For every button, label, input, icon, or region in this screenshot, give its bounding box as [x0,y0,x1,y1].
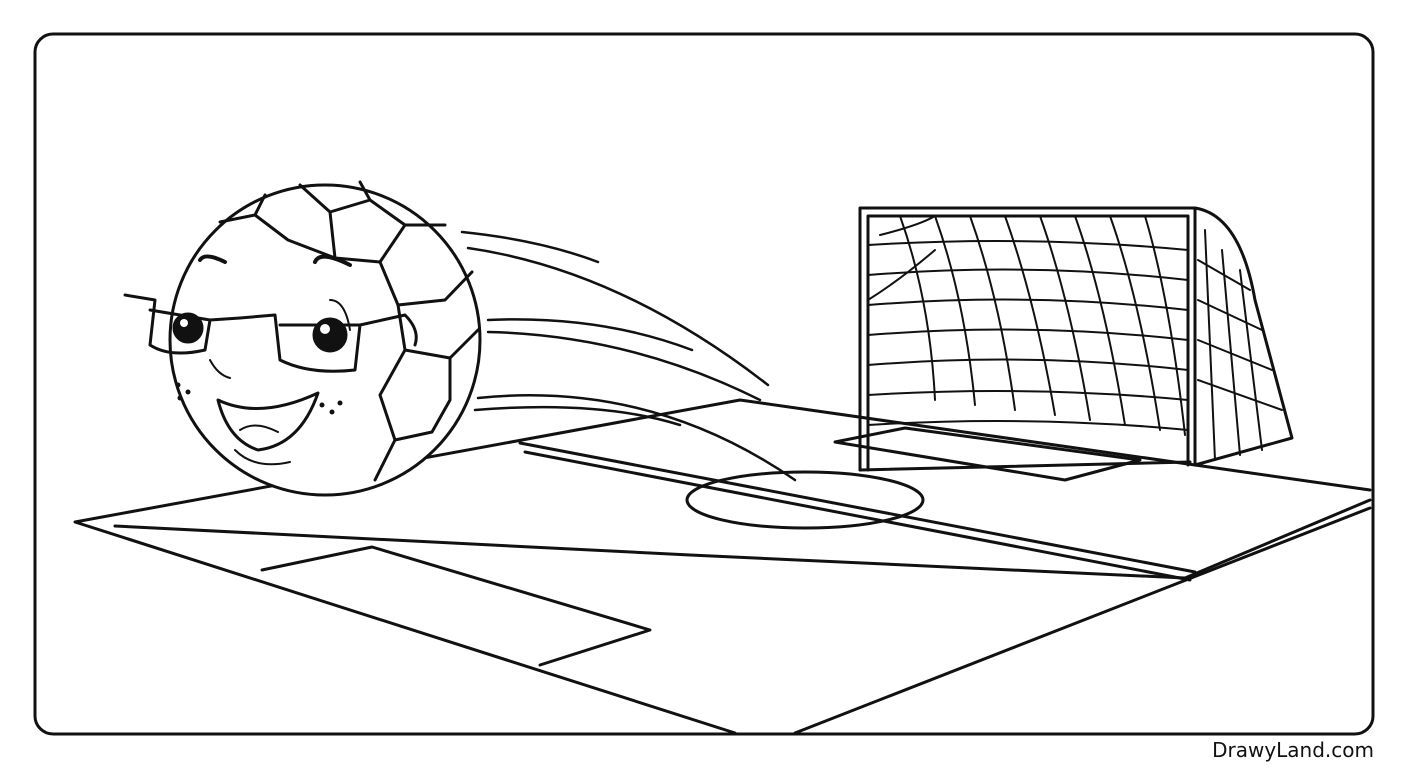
center-circle [685,470,925,530]
motion-lines [460,230,797,482]
soccer-goal [858,206,1294,472]
watermark: DrawyLand.com [1212,738,1374,762]
soccer-field [73,398,1372,735]
mouth [216,391,320,452]
soccer-ball-character [123,180,482,497]
left-penalty-box [260,545,652,667]
page-frame [33,32,1375,736]
